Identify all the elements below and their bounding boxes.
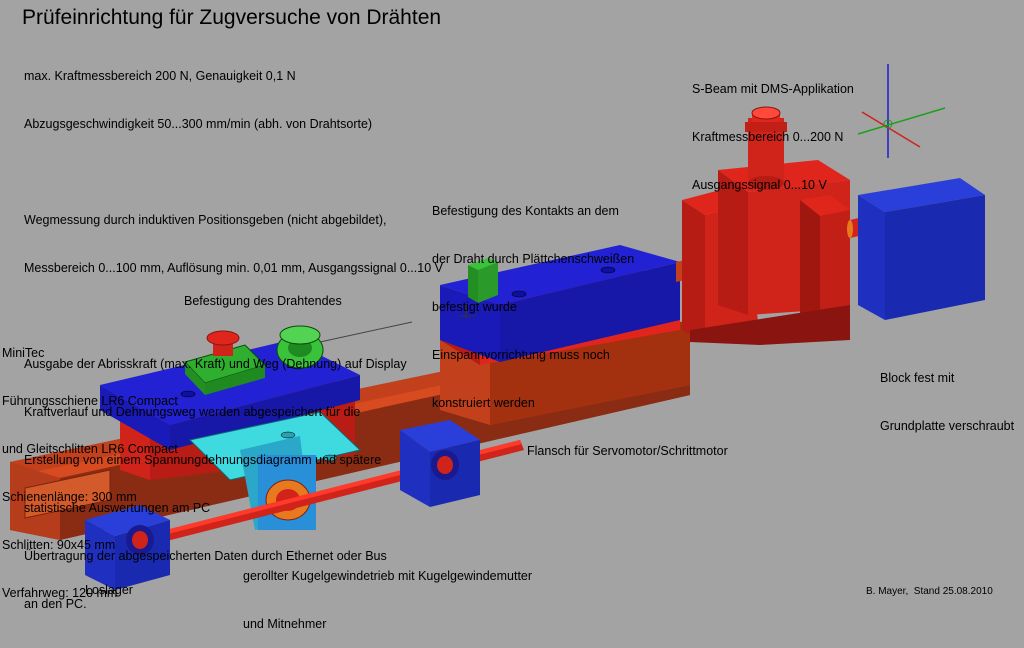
loose-bearing [85, 505, 170, 590]
contact-line: konstruiert werden [432, 396, 535, 410]
flange-bearing [400, 420, 480, 507]
s-beam-cylinder [745, 106, 787, 190]
s-beam-line: Ausgangssignal 0...10 V [692, 178, 827, 192]
specification-text: max. Kraftmessbereich 200 N, Genauigkeit… [24, 36, 443, 628]
loose-bearing-label: Loslager [85, 583, 133, 597]
s-beam-line: S-Beam mit DMS-Applikation [692, 82, 854, 96]
contact-line: befestigt wurde [432, 300, 517, 314]
carrier-nut [188, 411, 362, 530]
intro-line: max. Kraftmessbereich 200 N, Genauigkeit… [24, 69, 296, 83]
minitec-line: Verfahrweg: 120 mm [2, 586, 118, 600]
intro-line: statistische Auswertungen am PC [24, 501, 211, 515]
minitec-label: MiniTec Führungsschiene LR6 Compact und … [2, 313, 178, 617]
minitec-line: und Gleitschlitten LR6 Compact [2, 442, 178, 456]
minitec-line: Schlitten: 90x45 mm [2, 538, 116, 552]
contact-line: Befestigung des Kontakts an dem [432, 204, 619, 218]
contact-label: Befestigung des Kontakts an dem der Drah… [432, 171, 634, 427]
block-line: Grundplatte verschraubt [880, 419, 1015, 433]
block-line: Block fest mit [880, 371, 955, 385]
intro-line: Übertragung der abgespeicherten Daten du… [24, 549, 387, 563]
fixed-block [858, 178, 985, 320]
minitec-line: MiniTec [2, 346, 45, 360]
intro-line: Ausgabe der Abrisskraft (max. Kraft) und… [24, 357, 407, 371]
ball-screw-line: und Mitnehmer [243, 617, 327, 631]
wire-clamp [184, 321, 413, 395]
contact-line: der Draht durch Plättchenschweißen [432, 252, 635, 266]
intro-line: Messbereich 0...100 mm, Auflösung min. 0… [24, 261, 443, 275]
contact-line: Einspannvorrichtung muss noch [432, 348, 610, 362]
wire-end-label: Befestigung des Drahtendes [184, 294, 342, 308]
ball-screw-line: gerollter Kugelgewindetrieb mit Kugelgew… [243, 569, 533, 583]
cad-drawing [10, 64, 985, 590]
author-date-footer: B. Mayer, Stand 25.08.2010 [866, 586, 993, 597]
intro-line: Erstellung von einem Spannungdehnungsdia… [24, 453, 382, 467]
page-title: Prüfeinrichtung für Zugversuche von Dräh… [22, 6, 442, 29]
s-beam-line: Kraftmessbereich 0...200 N [692, 130, 844, 144]
contact-plate [440, 245, 680, 362]
minitec-line: Führungsschiene LR6 Compact [2, 394, 178, 408]
coordinate-axes-icon [857, 64, 946, 158]
ball-screw-label: gerollter Kugelgewindetrieb mit Kugelgew… [243, 536, 532, 648]
intro-line: Abzugsgeschwindigkeit 50...300 mm/min (a… [24, 117, 373, 131]
intro-line: Wegmessung durch induktiven Positionsgeb… [24, 213, 387, 227]
flange-label: Flansch für Servomotor/Schrittmotor [527, 444, 728, 458]
s-beam-label: S-Beam mit DMS-Applikation Kraftmessbere… [692, 49, 854, 209]
intro-line: Kraftverlauf und Dehnungsweg werden abge… [24, 405, 361, 419]
fixed-block-label: Block fest mit Grundplatte verschraubt [880, 338, 1014, 450]
minitec-line: Schienenlänge: 300 mm [2, 490, 137, 504]
intro-line [24, 164, 443, 180]
